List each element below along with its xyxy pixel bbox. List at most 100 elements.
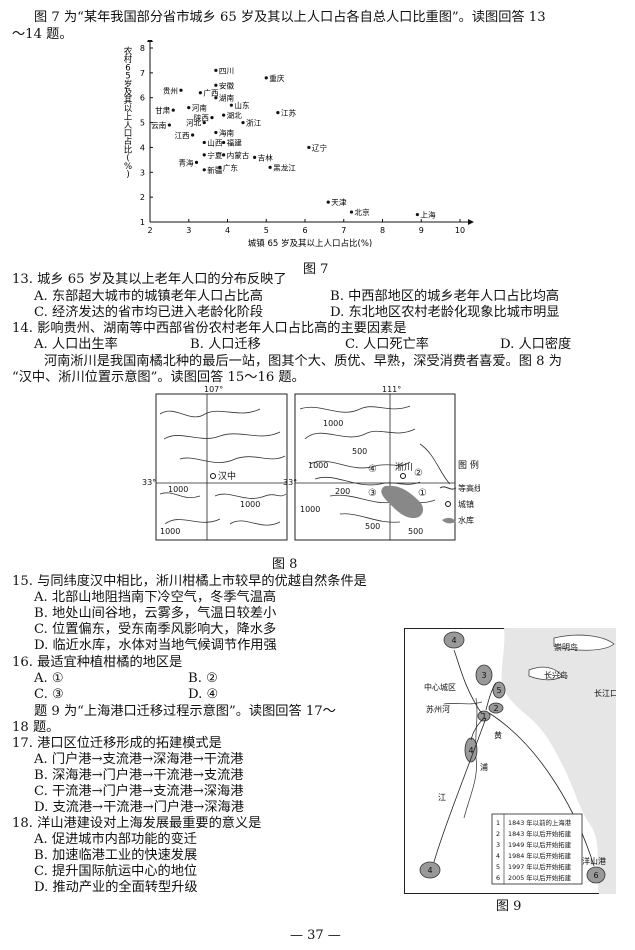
port-3-marker — [475, 664, 493, 686]
svg-text:2: 2 — [493, 704, 498, 713]
fig9-label-suzhouhe: 苏州河 — [426, 704, 450, 714]
x-tick-label: 3 — [186, 226, 191, 235]
fig8-contour-1000-c: 1000 — [160, 527, 180, 536]
data-label-山东: 山东 — [234, 100, 250, 110]
fig9-legend-text: 1949 年以后开始拓建 — [508, 840, 572, 849]
intro-fig8-line2: “汉中、淅川位置示意图”。读图回答 15～16 题。 — [12, 370, 305, 385]
data-point-甘肃 — [171, 108, 175, 112]
q13-option-d: D. 东北地区农村老龄化现象比城市明显 — [330, 305, 560, 320]
data-point-重庆 — [264, 76, 268, 80]
fig9-legend-num: 3 — [496, 841, 500, 849]
y-tick-label: 8 — [140, 44, 145, 53]
q13-stem: 13. 城乡 65 岁及其以上老年人口的分布反映了 — [12, 272, 287, 287]
x-tick-label: 2 — [147, 226, 152, 235]
fig8-marker-4: ④ — [368, 464, 377, 475]
data-point-陕西 — [210, 116, 214, 120]
q17-stem: 17. 港口区位迁移形成的拓建模式是 — [12, 736, 222, 751]
port-1-marker — [477, 710, 491, 722]
x-tick-label: 7 — [341, 226, 346, 235]
data-label-江苏: 江苏 — [281, 108, 297, 118]
q17-option-a: A. 门户港→支流港→深海港→干流港 — [34, 752, 244, 767]
svg-text:6: 6 — [593, 871, 598, 880]
data-label-山西: 山西 — [207, 137, 223, 147]
data-point-内蒙古 — [222, 153, 226, 157]
q16-option-b: B. ② — [188, 671, 218, 686]
legend-town-icon — [445, 501, 451, 507]
data-point-新疆 — [202, 168, 206, 172]
y-tick-label: 2 — [140, 193, 145, 202]
data-label-安徽: 安徽 — [219, 80, 235, 90]
data-label-湖南: 湖南 — [219, 93, 235, 103]
q14-option-d: D. 人口密度 — [500, 337, 572, 352]
svg-text:3: 3 — [481, 671, 486, 680]
chongming-island — [553, 634, 615, 651]
data-label-河南: 河南 — [192, 103, 208, 113]
y-tick-label: 6 — [140, 94, 145, 103]
q16-option-d: D. ④ — [188, 687, 219, 702]
xichuan-town-marker — [400, 473, 406, 479]
data-point-广西 — [198, 91, 202, 95]
fig8-contour-1000-f: 1000 — [300, 505, 320, 514]
svg-text:4: 4 — [451, 636, 456, 645]
data-point-湖南 — [214, 96, 218, 100]
q15-option-c: C. 位置偏东，受东南季风影响大，降水多 — [34, 622, 277, 637]
x-tick-label: 6 — [302, 226, 307, 235]
intro-fig7-line1: 图 7 为“某年我国部分省市城乡 65 岁及其以上人口占各自总人口比重图”。读图… — [34, 10, 546, 25]
fig8-contour-1000-e: 1000 — [308, 461, 328, 470]
data-label-重庆: 重庆 — [269, 73, 285, 83]
data-label-云南: 云南 — [151, 120, 167, 130]
fig9-legend-text: 1843 年以后开始拓建 — [508, 829, 572, 838]
fig9-label-changxing: 长兴岛 — [544, 670, 568, 680]
svg-text:5: 5 — [496, 686, 501, 695]
svg-text:4: 4 — [427, 866, 432, 875]
fig8-marker-3: ③ — [368, 488, 377, 499]
q14-option-b: B. 人口迁移 — [190, 337, 261, 352]
q16-stem: 16. 最适宜种植柑橘的地区是 — [12, 655, 183, 670]
data-label-天津: 天津 — [331, 198, 347, 207]
data-point-江苏 — [276, 111, 280, 115]
fig9-label-chongming: 崇明岛 — [554, 642, 578, 652]
data-label-内蒙古: 内蒙古 — [227, 150, 250, 160]
fig9-legend-text: 1997 年以后开始拓建 — [508, 862, 572, 871]
q18-option-d: D. 推动产业的全面转型升级 — [34, 880, 198, 895]
data-point-福建 — [222, 140, 226, 145]
q18-stem: 18. 洋山港建设对上海发展最重要的意义是 — [12, 816, 262, 831]
port-6-marker — [586, 866, 606, 884]
fig9-legend-num: 2 — [496, 830, 500, 838]
data-point-贵州 — [179, 88, 183, 92]
data-point-北京 — [349, 210, 354, 214]
fig9-label-jiang: 江 — [438, 793, 446, 802]
fig8-contour-500-a: 500 — [352, 447, 367, 456]
fig9-legend-num: 1 — [496, 819, 500, 827]
data-label-青海: 青海 — [178, 157, 194, 167]
data-label-贵州: 贵州 — [163, 85, 178, 95]
q13-option-c: C. 经济发达的省市均已进入老龄化阶段 — [34, 305, 264, 320]
q14-option-c: C. 人口死亡率 — [345, 337, 429, 352]
data-point-上海 — [415, 212, 419, 217]
data-point-湖北 — [222, 113, 226, 117]
q16-option-a: A. ① — [34, 671, 64, 686]
fig8-map: 107° 33° 1000 1000 1000 汉中 111° 33° — [142, 385, 480, 541]
svg-text:1: 1 — [481, 712, 486, 721]
y-axis-arrow — [147, 40, 153, 42]
data-label-江西: 江西 — [174, 131, 190, 140]
data-point-辽宁 — [307, 145, 311, 150]
y-tick-label: 7 — [140, 69, 145, 78]
x-tick-label: 9 — [419, 226, 424, 235]
data-point-青海 — [194, 160, 199, 164]
data-point-海南 — [214, 130, 218, 135]
x-tick-label: 8 — [380, 226, 385, 235]
fig8-caption: 图 8 — [272, 557, 298, 572]
data-point-山东 — [229, 103, 233, 107]
fig8-contour-200: 200 — [335, 487, 350, 496]
y-tick-label: 1 — [140, 218, 145, 227]
data-point-天津 — [326, 200, 330, 204]
q15-stem: 15. 与同纬度汉中相比，淅川柑橘上市较早的优越自然条件是 — [12, 574, 367, 589]
danjiangkou-reservoir — [381, 485, 424, 519]
fig8-marker-1: ① — [418, 488, 427, 499]
q15-option-b: B. 地处山间谷地，云雾多，气温日较差小 — [34, 606, 277, 621]
data-point-河北 — [202, 120, 206, 125]
port-4-north-marker — [443, 631, 465, 649]
fig9-legend-box — [491, 813, 583, 885]
